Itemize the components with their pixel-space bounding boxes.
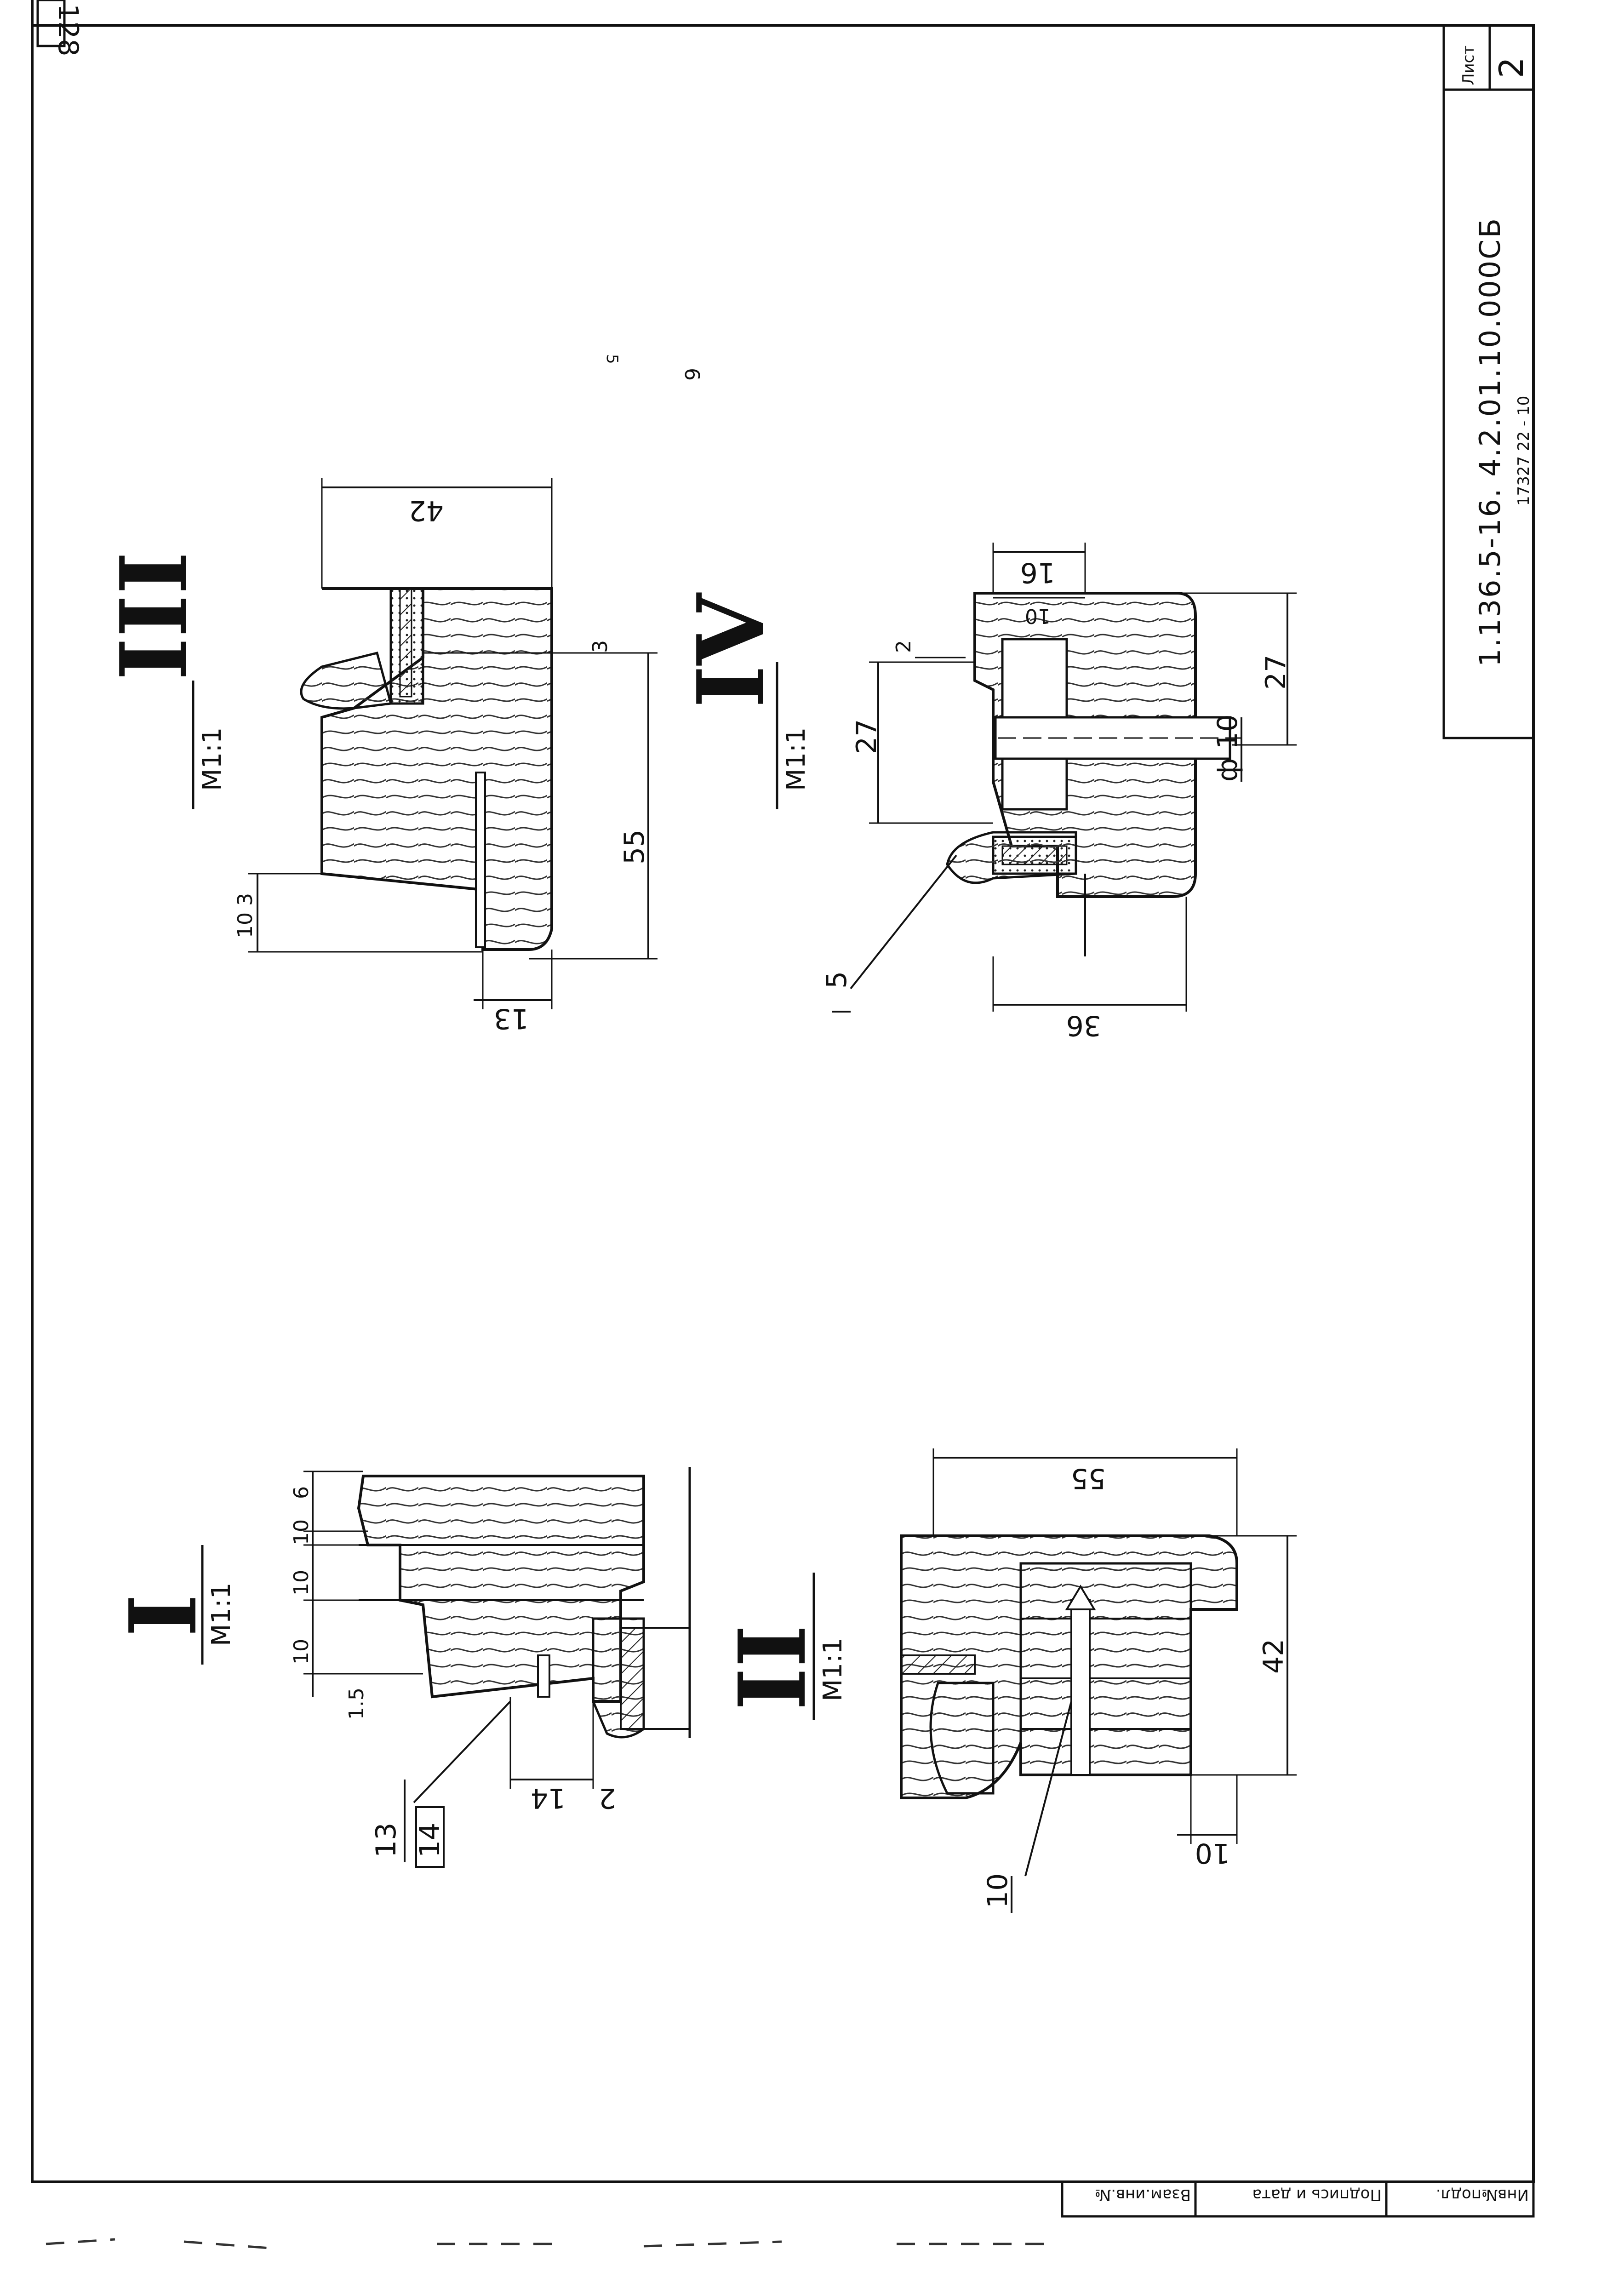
section-I-scale: М1:1 bbox=[206, 1583, 236, 1646]
section-I-leader-13: 13 bbox=[370, 1823, 402, 1858]
section-I-dim-10-c: 10 bbox=[290, 1639, 313, 1665]
section-II-dowel-tip bbox=[1065, 1585, 1096, 1610]
section-I-dim-2: 2 bbox=[599, 1782, 616, 1814]
sheet-number: 2 bbox=[1492, 57, 1531, 78]
section-IV-dim-2: 2 bbox=[892, 640, 915, 653]
section-II-dim-55: 55 bbox=[1071, 1462, 1106, 1494]
section-I-nail bbox=[537, 1654, 550, 1698]
margin-stamp: Взам.инв.№ Подпись и дата Инв№подл. bbox=[1061, 2180, 1535, 2218]
section-I-dim-1-5: 1.5 bbox=[345, 1688, 368, 1720]
section-IV-dim-10-dia: ф 10 bbox=[1212, 714, 1244, 782]
section-II-glass bbox=[900, 1654, 976, 1675]
section-III-dim-3-top: 3 bbox=[589, 640, 612, 653]
section-III-dim-55: 55 bbox=[618, 830, 651, 864]
section-II-numeral: II bbox=[719, 1625, 827, 1711]
stamp-signature-date: Подпись и дата bbox=[1252, 2186, 1382, 2204]
section-I-numeral: I bbox=[109, 1594, 217, 1637]
bottom-dash-marks bbox=[46, 2238, 1058, 2250]
section-III-dim-42: 42 bbox=[409, 494, 444, 526]
section-IV: IV М1:1 16 10 2 27 27 ф 10 36 bbox=[677, 543, 1297, 1041]
outer-frame bbox=[31, 24, 1535, 2183]
section-III-seal bbox=[300, 651, 393, 710]
section-IV-seal bbox=[946, 831, 1077, 884]
section-II-dim-10: 10 bbox=[1195, 1837, 1230, 1869]
document-code: 1.136.5-16. 4.2.01.10.000СБ bbox=[1473, 217, 1507, 667]
section-II-leader-10: 10 bbox=[982, 1873, 1014, 1908]
title-block: Лист 2 1.136.5-16. 4.2.01.10.000СБ 17327… bbox=[1442, 24, 1535, 739]
section-I-dim-14: 14 bbox=[531, 1782, 566, 1814]
sheet-label: Лист bbox=[1459, 46, 1478, 85]
stray-mark-5: 5 bbox=[603, 354, 621, 364]
section-III-dim-13: 13 bbox=[494, 1002, 529, 1035]
section-IV-numeral: IV bbox=[677, 592, 785, 708]
section-II-scale: М1:1 bbox=[818, 1638, 848, 1701]
section-I-dim-6: 6 bbox=[290, 1486, 313, 1499]
section-II-dowel bbox=[1070, 1599, 1091, 1776]
section-III-numeral: III bbox=[100, 551, 208, 681]
section-IV-dim-16: 16 bbox=[1020, 556, 1055, 589]
section-I-dim-10-a: 10 bbox=[290, 1519, 313, 1545]
section-I-leader-14: 14 bbox=[414, 1823, 446, 1858]
corner-number-box bbox=[36, 0, 66, 47]
section-III-body bbox=[320, 587, 553, 951]
faint-text: 17327 22 - 10 bbox=[1515, 396, 1533, 506]
section-I: I М1:1 6 10 10 10 1.5 14 2 13 14 bbox=[109, 1467, 691, 1868]
section-III-slot bbox=[475, 772, 486, 948]
section-II-seal bbox=[929, 1682, 995, 1795]
section-II: II М1:1 55 42 10 10 bbox=[719, 1448, 1297, 1913]
section-IV-leader-5: 5 bbox=[821, 971, 853, 989]
section-IV-dim-10-top: 10 bbox=[1025, 604, 1051, 628]
section-IV-dim-36: 36 bbox=[1066, 1009, 1101, 1041]
section-II-frame-inner bbox=[1019, 1562, 1192, 1776]
section-III: III М1:1 42 55 3 10 3 13 bbox=[100, 478, 658, 1035]
section-IV-dim-27-left: 27 bbox=[851, 719, 883, 754]
section-III-dim-10-3: 10 3 bbox=[234, 893, 257, 938]
section-I-glass bbox=[620, 1627, 645, 1730]
stamp-replaced-inv: Взам.инв.№ bbox=[1095, 2186, 1191, 2204]
stamp-inv-original: Инв№подл. bbox=[1436, 2186, 1529, 2204]
section-IV-dim-27-right: 27 bbox=[1260, 655, 1292, 690]
stray-mark-6: 6 bbox=[680, 368, 703, 381]
section-III-glass bbox=[399, 588, 412, 698]
section-III-scale: М1:1 bbox=[197, 727, 227, 791]
section-IV-scale: М1:1 bbox=[781, 727, 811, 791]
section-II-dim-42: 42 bbox=[1258, 1639, 1290, 1674]
corner-number: 128 bbox=[52, 4, 84, 57]
section-I-dim-10-b: 10 bbox=[290, 1570, 313, 1596]
